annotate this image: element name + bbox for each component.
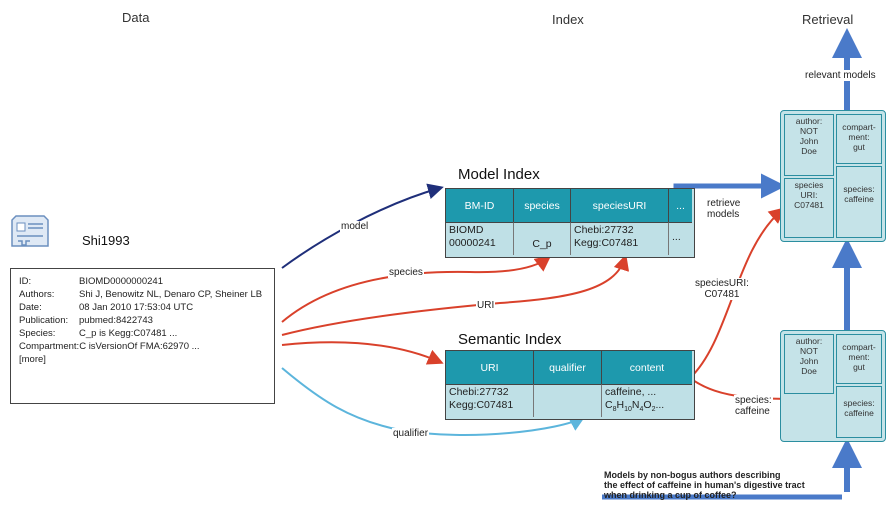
col-header: URI	[446, 351, 534, 384]
column-header-data: Data	[122, 10, 150, 25]
table-cell: C_p	[514, 222, 571, 255]
puzzle-piece-species-uri: species URI: C07481	[794, 180, 824, 210]
table-cell: Chebi:27732 Kegg:C07481	[446, 384, 534, 417]
edge-uri-model-index	[281, 254, 630, 336]
record-more-link[interactable]: [more]	[19, 354, 46, 365]
record-row-species: Species:C_p is Kegg:C07481 ...	[19, 328, 178, 339]
model-name: Shi1993	[82, 233, 130, 248]
puzzle-piece-compartment: compart- ment: gut	[842, 122, 876, 152]
document-icon	[11, 215, 49, 247]
edge-label-uri: URI	[476, 300, 496, 311]
edge-label-species-uri: speciesURI:C07481	[694, 278, 750, 300]
query-text: Models by non-bogus authors describing t…	[604, 470, 805, 500]
record-row-authors: Authors:Shi J, Benowitz NL, Denaro CP, S…	[19, 289, 263, 300]
puzzle-piece-author: author: NOT John Doe	[795, 116, 823, 156]
table-cell: BIOMD 00000241	[446, 222, 514, 255]
column-header-retrieval: Retrieval	[802, 12, 854, 27]
record-row-id: ID:BIOMD0000000241	[19, 276, 163, 287]
table-cell: ...	[669, 222, 692, 255]
semantic-index-title: Semantic Index	[458, 331, 562, 348]
col-header: qualifier	[534, 351, 602, 384]
record-row-compartment: Compartment:C isVersionOf FMA:62970 ...	[19, 341, 200, 352]
col-header: BM-ID	[446, 189, 514, 222]
edge-label-relevant-models: relevant models	[804, 70, 877, 81]
table-cell: caffeine, ... C8H10N4O2...	[602, 384, 692, 417]
table-cell	[534, 384, 602, 417]
edge-label-model: model	[340, 221, 370, 232]
semantic-index-table: URI qualifier content Chebi:27732 Kegg:C…	[445, 350, 695, 420]
edge-label-species-caffeine: species:caffeine	[734, 395, 773, 417]
column-header-index: Index	[552, 12, 584, 27]
model-index-table: BM-ID species speciesURI ... BIOMD 00000…	[445, 188, 695, 258]
col-header: ...	[669, 189, 692, 222]
table-cell: Chebi:27732 Kegg:C07481	[571, 222, 669, 255]
record-row-publication: Publication:pubmed:8422743	[19, 315, 153, 326]
col-header: species	[514, 189, 571, 222]
record-row-date: Date:08 Jan 2010 17:53:04 UTC	[19, 302, 194, 313]
col-header: speciesURI	[571, 189, 669, 222]
chemical-formula: C8H10N4O2...	[605, 399, 665, 414]
puzzle-piece-compartment: compart- ment: gut	[842, 342, 876, 372]
edge-label-species: species	[388, 267, 424, 278]
puzzle-piece-species: species: caffeine	[843, 184, 875, 204]
edge-uri-semantic-index	[281, 341, 444, 365]
puzzle-top: author: NOT John Doe compart- ment: gut …	[780, 110, 886, 242]
edge-label-qualifier: qualifier	[392, 428, 430, 439]
model-record: ID:BIOMD0000000241 Authors:Shi J, Benowi…	[10, 268, 275, 404]
puzzle-piece-author: author: NOT John Doe	[795, 336, 823, 376]
edge-species	[281, 255, 552, 323]
puzzle-piece-species: species: caffeine	[843, 398, 875, 418]
puzzle-bottom: author: NOT John Doe compart- ment: gut …	[780, 330, 886, 442]
col-header: content	[602, 351, 692, 384]
model-index-title: Model Index	[458, 166, 540, 183]
